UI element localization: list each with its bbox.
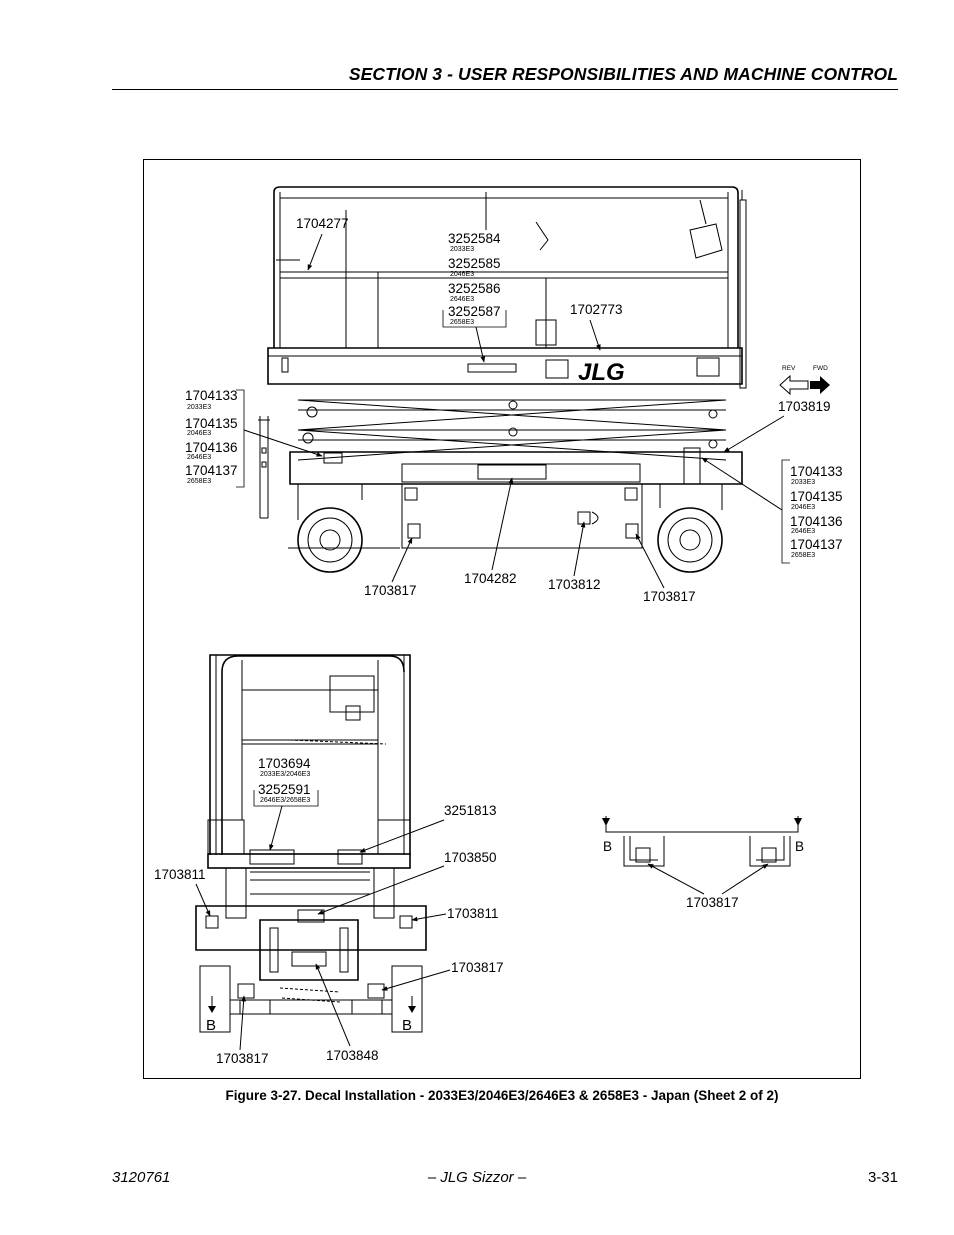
group-right-bracket bbox=[781, 459, 790, 564]
rev-label: REV bbox=[782, 365, 796, 372]
section-b-mark-left: B bbox=[603, 839, 612, 854]
callout-1703819: 1703819 bbox=[778, 399, 831, 414]
group-left-model-3: 2646E3 bbox=[187, 454, 211, 461]
group-left-model-4: 2658E3 bbox=[187, 478, 211, 485]
jlg-logo: JLG bbox=[578, 359, 625, 386]
group-right-model-2: 2046E3 bbox=[791, 504, 815, 511]
group-top-part-2: 3252585 bbox=[448, 256, 501, 271]
callout-3251813: 3251813 bbox=[444, 803, 497, 818]
group-left-part-3: 1704136 bbox=[185, 440, 238, 455]
figure-frame bbox=[143, 159, 861, 1079]
group-top-model-2: 2046E3 bbox=[450, 271, 474, 278]
footer-title: – JLG Sizzor – bbox=[427, 1169, 527, 1186]
group-top-part-1: 3252584 bbox=[448, 231, 501, 246]
group-right-part-2: 1704135 bbox=[790, 489, 843, 504]
rear-section-mark-right: B bbox=[402, 1017, 412, 1034]
rear-view-callouts: 1703694 2033E3/2046E3 3252591 2646E3/265… bbox=[154, 756, 504, 1066]
group-right-part-3: 1704136 bbox=[790, 514, 843, 529]
group-left-part-2: 1704135 bbox=[185, 416, 238, 431]
rear-section-mark-left: B bbox=[206, 1017, 216, 1034]
callout-1703817-rear-right: 1703817 bbox=[451, 960, 504, 975]
rear-group-part-2: 3252591 bbox=[258, 782, 311, 797]
direction-indicator: REV FWD bbox=[779, 365, 830, 396]
side-view-callouts: 1704277 3252584 2033E3 3252585 2046E3 32… bbox=[185, 216, 843, 604]
group-top-model-3: 2646E3 bbox=[450, 296, 474, 303]
group-top-model-4: 2658E3 bbox=[450, 319, 474, 326]
footer-page-number: 3-31 bbox=[867, 1169, 898, 1186]
group-left-part-4: 1704137 bbox=[185, 463, 238, 478]
rear-group-bracket bbox=[253, 790, 319, 807]
rear-view-machine: B B bbox=[195, 654, 427, 1034]
callout-1703811-left: 1703811 bbox=[154, 867, 206, 882]
callout-1703811-right: 1703811 bbox=[447, 906, 499, 921]
callout-1703817-section-b: 1703817 bbox=[686, 895, 739, 910]
group-left-bracket bbox=[236, 389, 245, 488]
group-top-part-3: 3252586 bbox=[448, 281, 501, 296]
group-right-model-3: 2646E3 bbox=[791, 528, 815, 535]
fwd-arrow-icon bbox=[810, 376, 830, 394]
rear-group-model-2: 2646E3/2658E3 bbox=[260, 797, 310, 804]
section-b-mark-right: B bbox=[795, 839, 804, 854]
group-right-part-1: 1704133 bbox=[790, 464, 843, 479]
group-left-part-1: 1704133 bbox=[185, 388, 238, 403]
callout-1703817-rear-bottom: 1703817 bbox=[216, 1051, 269, 1066]
footer-doc-number: 3120761 bbox=[112, 1169, 171, 1186]
side-view-machine: JLG bbox=[258, 186, 747, 573]
section-b-view: B B 1703817 bbox=[602, 816, 804, 910]
figure-caption: Figure 3-27. Decal Installation - 2033E3… bbox=[225, 1088, 779, 1103]
group-top-part-4: 3252587 bbox=[448, 304, 501, 319]
callout-1702773: 1702773 bbox=[570, 302, 623, 317]
group-top-model-1: 2033E3 bbox=[450, 246, 474, 253]
header-rule bbox=[112, 89, 898, 90]
callout-1703848: 1703848 bbox=[326, 1048, 379, 1063]
callout-1703850: 1703850 bbox=[444, 850, 497, 865]
callout-1704282: 1704282 bbox=[464, 571, 517, 586]
rear-group-model-1: 2033E3/2046E3 bbox=[260, 771, 310, 778]
group-right-model-1: 2033E3 bbox=[791, 479, 815, 486]
group-right-part-4: 1704137 bbox=[790, 537, 843, 552]
group-right-model-4: 2658E3 bbox=[791, 552, 815, 559]
group-left-model-2: 2046E3 bbox=[187, 430, 211, 437]
fwd-label: FWD bbox=[813, 365, 828, 372]
callout-1703817-left: 1703817 bbox=[364, 583, 417, 598]
group-left-model-1: 2033E3 bbox=[187, 404, 211, 411]
callout-1704277: 1704277 bbox=[296, 216, 349, 231]
rear-group-part-1: 1703694 bbox=[258, 756, 311, 771]
group-top-bracket bbox=[442, 310, 507, 328]
section-title: SECTION 3 - USER RESPONSIBILITIES AND MA… bbox=[348, 64, 898, 84]
callout-1703817-right: 1703817 bbox=[643, 589, 696, 604]
rev-arrow-icon bbox=[779, 374, 809, 396]
callout-1703812: 1703812 bbox=[548, 577, 601, 592]
